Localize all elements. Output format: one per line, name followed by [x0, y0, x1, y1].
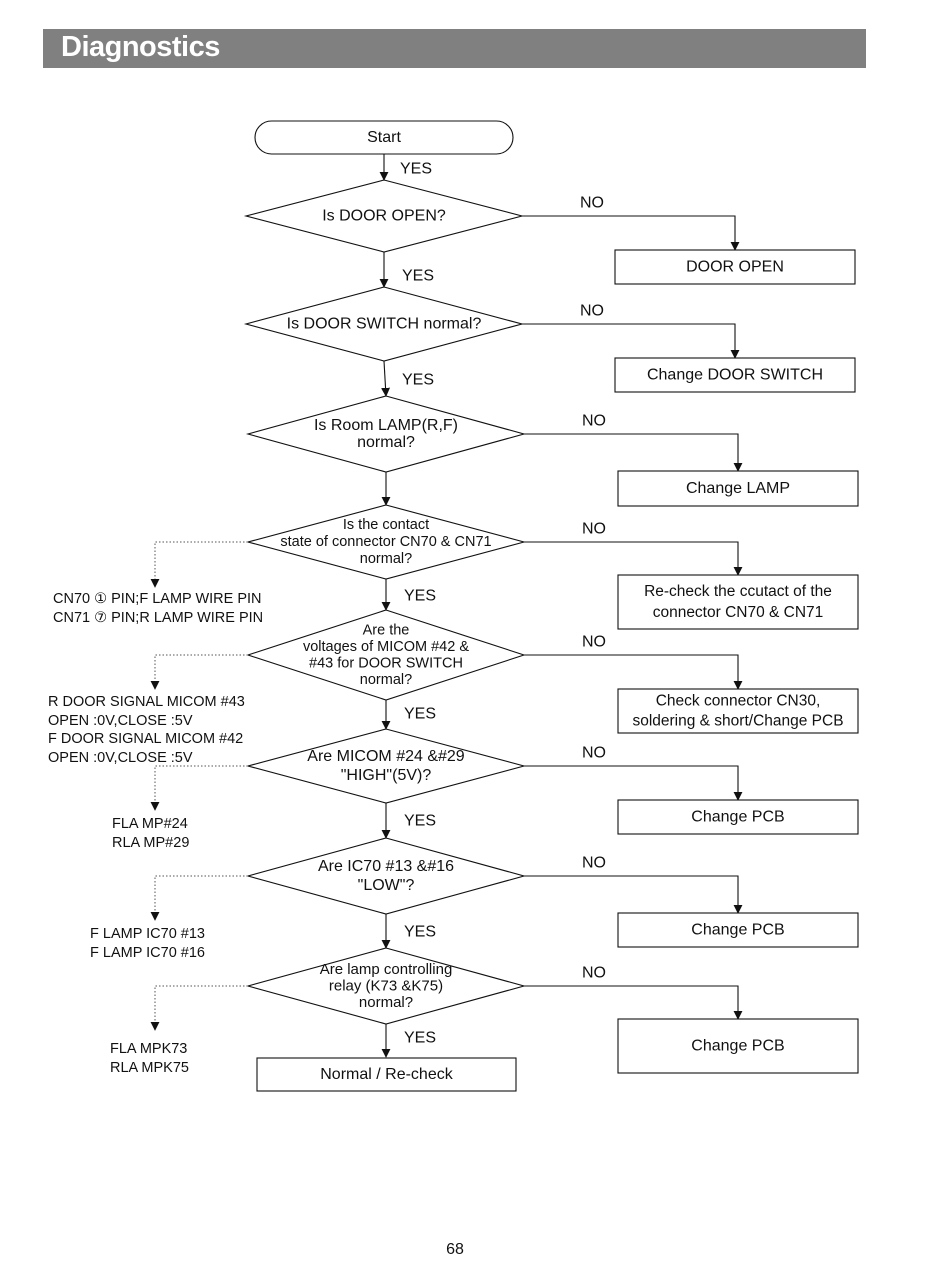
- action-8-text: Change PCB: [691, 1038, 784, 1055]
- no-arrow-2: [522, 323, 740, 359]
- page-number: 68: [446, 1241, 464, 1258]
- no-label-7: NO: [582, 855, 606, 872]
- no-label-3: NO: [582, 413, 606, 430]
- decision-7-text: "LOW"?: [358, 877, 415, 894]
- no-label-2: NO: [580, 303, 604, 320]
- decision-4-text: normal?: [360, 551, 412, 567]
- action-3: Change LAMP: [617, 470, 859, 507]
- note-line: RLA MPK75: [110, 1059, 189, 1076]
- no-label-5: NO: [582, 634, 606, 651]
- note-line: OPEN :0V,CLOSE :5V: [48, 712, 193, 729]
- yes-arrow-2: [381, 360, 391, 397]
- note-leader-1: [150, 541, 248, 588]
- no-label-1: NO: [580, 195, 604, 212]
- note-1: CN70 ① PIN;F LAMP WIRE PIN CN71 ⑦ PIN;R L…: [53, 590, 263, 627]
- note-leader-2: [150, 654, 248, 690]
- end-box: Normal / Re-check: [256, 1057, 517, 1092]
- action-5-text: Check connector CN30,: [656, 693, 821, 710]
- decision-8-text: normal?: [359, 994, 413, 1011]
- end-label: Normal / Re-check: [320, 1066, 453, 1083]
- no-arrow-6: [524, 765, 743, 801]
- decision-5-text: #43 for DOOR SWITCH: [309, 655, 463, 671]
- decision-4-text: state of connector CN70 & CN71: [280, 534, 491, 550]
- decision-1: Is DOOR OPEN?: [243, 179, 525, 253]
- header-bar: Diagnostics: [43, 29, 866, 68]
- note-leader-4: [150, 875, 248, 921]
- action-7: Change PCB: [617, 912, 859, 948]
- yes-label-4: YES: [404, 588, 436, 605]
- yes-label-start: YES: [400, 161, 432, 178]
- note-line: FLA MPK73: [110, 1041, 188, 1057]
- no-arrow-1: [522, 215, 740, 251]
- yes-label-end: YES: [404, 1030, 436, 1047]
- action-7-text: Change PCB: [691, 922, 784, 939]
- action-5: Check connector CN30, soldering & short/C…: [617, 688, 859, 734]
- note-line: F LAMP IC70 #13: [90, 926, 205, 942]
- note-line: CN70 ① PIN;F LAMP WIRE PIN: [53, 591, 262, 607]
- decision-1-text: Is DOOR OPEN?: [322, 208, 446, 225]
- action-6: Change PCB: [617, 799, 859, 835]
- decision-5-text: voltages of MICOM #42 &: [303, 639, 469, 655]
- note-line: F LAMP IC70 #16: [90, 944, 205, 961]
- decision-5-text: Are the: [363, 622, 410, 638]
- decision-6: Are MICOM #24 &#29 "HIGH"(5V)?: [245, 728, 527, 804]
- no-arrow-4: [524, 541, 743, 576]
- action-4-text: Re-check the ccutact of the: [644, 583, 832, 600]
- decision-4-text: Is the contact: [343, 517, 429, 533]
- start-label: Start: [367, 129, 401, 146]
- note-4: F LAMP IC70 #13 F LAMP IC70 #16: [90, 925, 205, 962]
- note-line: F DOOR SIGNAL MICOM #42: [48, 731, 244, 747]
- decision-2-text: Is DOOR SWITCH normal?: [287, 316, 482, 333]
- note-line: R DOOR SIGNAL MICOM #43: [48, 694, 245, 710]
- decision-8-text: relay (K73 &K75): [329, 978, 443, 995]
- action-2: Change DOOR SWITCH: [614, 357, 856, 393]
- action-3-text: Change LAMP: [686, 480, 790, 497]
- note-line: RLA MP#29: [112, 834, 190, 851]
- action-4-text: connector CN70 & CN71: [653, 604, 824, 621]
- decision-7-text: Are IC70 #13 &#16: [318, 858, 454, 875]
- yes-label-1: YES: [402, 268, 434, 285]
- no-label-6: NO: [582, 745, 606, 762]
- note-leader-3: [150, 765, 248, 811]
- note-line: OPEN :0V,CLOSE :5V: [48, 749, 193, 766]
- action-2-text: Change DOOR SWITCH: [647, 367, 823, 384]
- decision-3-text: Is Room LAMP(R,F): [314, 417, 458, 434]
- no-arrow-5: [524, 654, 743, 690]
- action-4: Re-check the ccutact of the connector CN7…: [617, 574, 859, 630]
- no-label-4: NO: [582, 521, 606, 538]
- decision-6-text: Are MICOM #24 &#29: [307, 748, 465, 765]
- note-line: FLA MP#24: [112, 816, 188, 832]
- action-5-text: soldering & short/Change PCB: [632, 713, 843, 730]
- decision-8-text: Are lamp controlling: [320, 961, 453, 978]
- yes-label-2: YES: [402, 372, 434, 389]
- decision-3: Is Room LAMP(R,F)normal?: [245, 395, 527, 473]
- note-line: CN71 ⑦ PIN;R LAMP WIRE PIN: [53, 609, 264, 626]
- page-title: Diagnostics: [61, 31, 220, 63]
- yes-label-5: YES: [404, 706, 436, 723]
- decision-2: Is DOOR SWITCH normal?: [243, 286, 525, 362]
- no-arrow-3: [524, 433, 743, 472]
- start-terminal: Start: [254, 120, 514, 155]
- yes-label-7: YES: [404, 924, 436, 941]
- decision-5-text: normal?: [360, 672, 412, 688]
- no-arrow-8: [524, 985, 743, 1020]
- decision-3-text: normal?: [357, 434, 415, 451]
- decision-6-text: "HIGH"(5V)?: [341, 767, 432, 784]
- action-1-text: DOOR OPEN: [686, 259, 784, 276]
- no-label-8: NO: [582, 965, 606, 982]
- action-6-text: Change PCB: [691, 809, 784, 826]
- no-arrow-7: [524, 875, 743, 914]
- action-1: DOOR OPEN: [614, 249, 856, 285]
- action-8: Change PCB: [617, 1018, 859, 1074]
- decision-7: Are IC70 #13 &#16 "LOW"?: [245, 837, 527, 915]
- yes-label-6: YES: [404, 813, 436, 830]
- note-leader-5: [150, 985, 248, 1031]
